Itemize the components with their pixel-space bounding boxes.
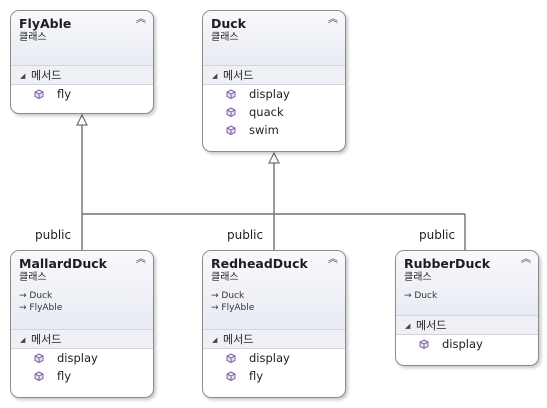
method-display[interactable]: display — [203, 85, 345, 103]
label-public-redhead: public — [227, 228, 264, 242]
double-chevron-up-icon[interactable]: ︽ — [136, 14, 146, 25]
method-quack[interactable]: quack — [203, 103, 345, 121]
inherits-duck: → Duck — [211, 291, 245, 301]
label-public-mallard: public — [35, 228, 72, 242]
method-cube-icon — [34, 89, 44, 99]
inherits-duck: → Duck — [404, 291, 438, 301]
method-cube-icon — [226, 107, 236, 117]
inherits-flyable: → FlyAble — [19, 303, 63, 313]
method-cube-icon — [226, 353, 236, 363]
triangle-collapse-icon[interactable]: ◢ — [20, 336, 26, 344]
section-label: 메서드 — [223, 333, 254, 346]
method-display[interactable]: display — [203, 349, 345, 367]
section-label: 메서드 — [223, 69, 254, 82]
method-cube-icon — [419, 339, 429, 349]
label-public-rubber: public — [419, 228, 456, 242]
section-label: 메서드 — [416, 319, 447, 332]
class-stereotype: 클래스 — [211, 32, 239, 43]
double-chevron-up-icon[interactable]: ︽ — [521, 254, 531, 265]
method-cube-icon — [34, 353, 44, 363]
generalization-arrow-flyable — [76, 113, 88, 126]
methods-section-header[interactable]: ◢ 메서드 — [203, 65, 345, 85]
class-stereotype: 클래스 — [19, 32, 47, 43]
method-cube-icon — [34, 371, 44, 381]
class-stereotype: 클래스 — [19, 272, 47, 283]
class-name: Duck — [211, 16, 246, 31]
method-display[interactable]: display — [11, 349, 153, 367]
double-chevron-up-icon[interactable]: ︽ — [136, 254, 146, 265]
class-duck[interactable]: Duck 클래스 ︽ ◢ 메서드 display quack swim — [202, 10, 346, 152]
method-fly[interactable]: fly — [203, 367, 345, 385]
inherits-flyable: → FlyAble — [211, 303, 255, 313]
class-mallardduck[interactable]: MallardDuck 클래스 → Duck → FlyAble ︽ ◢메서드 … — [10, 250, 154, 398]
method-cube-icon — [226, 125, 236, 135]
section-label: 메서드 — [31, 69, 62, 82]
generalization-arrow-duck — [268, 151, 280, 164]
triangle-collapse-icon[interactable]: ◢ — [212, 72, 218, 80]
class-rubberduck[interactable]: RubberDuck 클래스 → Duck ︽ ◢ 메서드 display — [395, 250, 539, 366]
double-chevron-up-icon[interactable]: ︽ — [328, 14, 338, 25]
inherits-duck: → Duck — [19, 291, 53, 301]
method-fly[interactable]: fly — [11, 85, 153, 103]
class-name: FlyAble — [19, 16, 72, 31]
method-cube-icon — [226, 89, 236, 99]
methods-section-header[interactable]: ◢ 메서드 — [396, 315, 538, 335]
method-fly[interactable]: fly — [11, 367, 153, 385]
methods-section-header[interactable]: ◢ 메서드 — [11, 65, 153, 85]
method-swim[interactable]: swim — [203, 121, 345, 139]
triangle-collapse-icon[interactable]: ◢ — [20, 72, 26, 80]
class-flyable[interactable]: FlyAble 클래스 ︽ ◢ 메서드 fly — [10, 10, 154, 114]
section-label: 메서드 — [31, 333, 62, 346]
triangle-collapse-icon[interactable]: ◢ — [212, 336, 218, 344]
class-name: MallardDuck — [19, 256, 107, 271]
double-chevron-up-icon[interactable]: ︽ — [328, 254, 338, 265]
method-cube-icon — [226, 371, 236, 381]
class-name: RedheadDuck — [211, 256, 308, 271]
methods-section-header[interactable]: ◢ 메서드 — [11, 329, 153, 349]
class-stereotype: 클래스 — [404, 272, 432, 283]
methods-section-header[interactable]: ◢ 메서드 — [203, 329, 345, 349]
class-name: RubberDuck — [404, 256, 491, 271]
class-redheadduck[interactable]: RedheadDuck 클래스 → Duck → FlyAble ︽ ◢메서드 … — [202, 250, 346, 398]
class-stereotype: 클래스 — [211, 272, 239, 283]
triangle-collapse-icon[interactable]: ◢ — [405, 322, 411, 330]
method-display[interactable]: display — [396, 335, 538, 353]
